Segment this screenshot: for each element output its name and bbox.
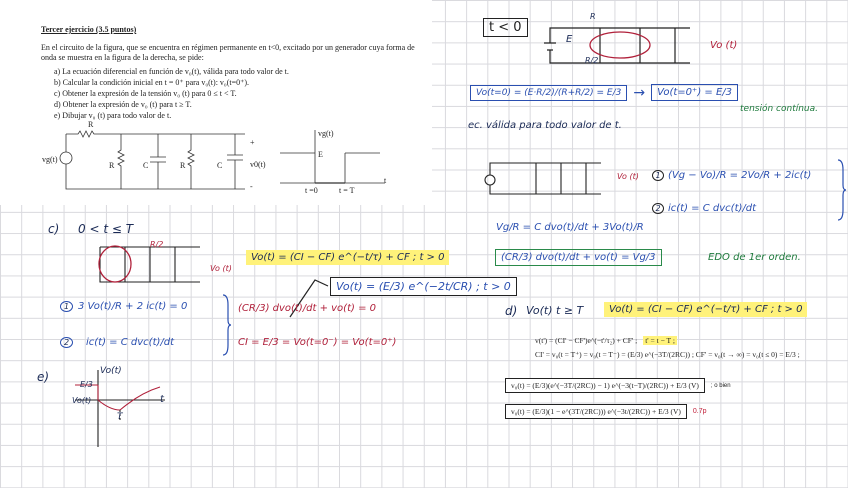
tension-continua-note: tensión contínua. bbox=[740, 104, 819, 114]
circuit-c bbox=[98, 245, 200, 283]
d-range: Vo(t) t ≥ T bbox=[526, 304, 584, 317]
edo-note: EDO de 1er orden. bbox=[708, 252, 801, 263]
d-result-2-row: v₀(t) = (E/3)(1 − e^(3T/(2RC))) e^(−3t/(… bbox=[505, 404, 707, 419]
circuit-t-lt-0 bbox=[544, 27, 690, 64]
d-result-1-row: v₀(t) = (E/3)(e^(−3T/(2RC)) − 1) e^(−3(t… bbox=[505, 378, 731, 393]
vo-label-top: Vo (t) bbox=[710, 40, 738, 51]
waveform-e-label: E bbox=[318, 150, 323, 159]
item-b: b) Calcular la condición inicial en t = … bbox=[54, 78, 249, 87]
r-half-label: R/2 bbox=[585, 56, 599, 65]
e-label: E bbox=[566, 34, 573, 45]
vo0plus-equation: Vo(t=0⁺) = E/3 bbox=[651, 84, 739, 101]
waveform-y-label: vg(t) bbox=[318, 129, 334, 138]
vo0-equation: Vo(t=0) = (E·R/2)/(R+R/2) = E/3 bbox=[470, 84, 628, 101]
item-a: a) La ecuación diferencial en función de… bbox=[54, 67, 289, 76]
waveform-t-label: t bbox=[384, 176, 387, 185]
c-range: 0 < t ≤ T bbox=[78, 222, 134, 236]
c-equation-2: ic(t) = C dvc(t)/dt bbox=[86, 337, 175, 348]
item-c: c) Obtener la expresión de la tensión v₀… bbox=[54, 89, 237, 98]
c-eq-number-1: 1 bbox=[60, 301, 73, 312]
c-brace-icon bbox=[222, 294, 232, 356]
d-line1-highlight: t' = t − T ; bbox=[643, 336, 677, 345]
arrow-right-icon: → bbox=[633, 84, 646, 101]
c-vo-label: Vo (t) bbox=[210, 264, 232, 273]
graph-t-label: t bbox=[160, 394, 164, 405]
graph-y-label: Vo(t) bbox=[100, 366, 122, 376]
waveform-tT-label: t = T bbox=[339, 186, 355, 195]
label-r-series: R bbox=[88, 120, 94, 129]
label-minus: - bbox=[250, 182, 253, 191]
circuit-diagram bbox=[59, 130, 385, 190]
waveform-t0-label: t =0 bbox=[305, 186, 318, 195]
c-solution-general: Vo(t) = (CI − CF) e^(−t/τ) + CF ; t > 0 bbox=[246, 250, 450, 265]
r-top-label: R bbox=[590, 12, 596, 21]
equation-1: (Vg − Vo)/R = 2Vo/R + 2ic(t) bbox=[668, 170, 812, 181]
c-initial-condition: CI = E/3 = Vo(t=0⁻) = Vo(t=0⁺) bbox=[238, 337, 397, 348]
score-label: 0.7p bbox=[692, 408, 707, 415]
c-equation-3: (CR/3) dvo(t)/dt + vo(t) = 0 bbox=[238, 303, 376, 314]
d-line1: v(t') = (CI' − CF')e^(−t'/τ₂) + CF' ; bbox=[535, 336, 638, 345]
t-lt-0-label: t < 0 bbox=[483, 18, 528, 37]
problem-intro: En el circuito de la figura, que se encu… bbox=[41, 43, 415, 62]
graph-vo-label: Vo(t) bbox=[72, 396, 92, 405]
item-e: e) Dibujar v₀ (t) para todo valor de t. bbox=[54, 111, 172, 120]
vo-label-mid: Vo (t) bbox=[617, 172, 639, 181]
label-c1: C bbox=[143, 161, 149, 170]
label-r1: R bbox=[109, 161, 115, 170]
graph-e3-label: E/3 bbox=[80, 380, 93, 389]
e-label: e) bbox=[37, 370, 50, 384]
d-line2: CI' = v₀(t = T⁺) = v₀(t = T⁻) = (E/3) e^… bbox=[535, 350, 800, 359]
label-r2: R bbox=[180, 161, 186, 170]
d-result-1: v₀(t) = (E/3)(e^(−3T/(2RC)) − 1) e^(−3(t… bbox=[505, 378, 705, 393]
c-equation-1: 3 Vo(t)/R + 2 ic(t) = 0 bbox=[78, 301, 188, 312]
vo-graph bbox=[75, 370, 165, 447]
eq-number-2: 2 bbox=[652, 203, 664, 214]
problem-statement: Tercer ejercicio (3.5 puntos) En el circ… bbox=[0, 0, 432, 205]
label-vo: v0(t) bbox=[250, 160, 266, 169]
c-solution: Vo(t) = (E/3) e^(−2t/CR) ; t > 0 bbox=[330, 277, 517, 296]
label-c2: C bbox=[217, 161, 223, 170]
eq-number-1: 1 bbox=[652, 170, 664, 181]
equation-2: ic(t) = C dvc(t)/dt bbox=[668, 203, 757, 214]
edo-equation: (CR/3) dvo(t)/dt + vo(t) = Vg/3 bbox=[495, 249, 662, 266]
initial-condition-row: Vo(t=0) = (E·R/2)/(R+R/2) = E/3 → Vo(t=0… bbox=[470, 84, 739, 101]
label-plus: + bbox=[250, 138, 255, 147]
d-result-1-suffix: ; o bien bbox=[710, 382, 731, 389]
arrow-icon bbox=[289, 279, 329, 318]
d-result-2: v₀(t) = (E/3)(1 − e^(3T/(2RC))) e^(−3t/(… bbox=[505, 404, 687, 419]
d-solution-general: Vo(t) = (CI − CF) e^(−t/τ) + CF ; t > 0 bbox=[604, 302, 808, 317]
equation-3: Vg/R = C dvo(t)/dt + 3Vo(t)/R bbox=[496, 222, 644, 233]
item-d: d) Obtener la expresión de v₀ (t) para t… bbox=[54, 100, 192, 109]
problem-title: Tercer ejercicio (3.5 puntos) bbox=[41, 25, 137, 34]
c-label: c) bbox=[48, 222, 60, 236]
c-r-half: R/2 bbox=[150, 240, 164, 249]
d-line1-row: v(t') = (CI' − CF')e^(−t'/τ₂) + CF' ; t'… bbox=[535, 336, 677, 345]
d-label: d) bbox=[505, 304, 518, 318]
label-source: vg(t) bbox=[42, 155, 58, 164]
c-eq-number-2: 2 bbox=[60, 337, 73, 348]
brace-icon bbox=[837, 159, 847, 221]
circuit-valid bbox=[484, 162, 601, 195]
graph-T-label: T bbox=[117, 412, 123, 422]
valid-all-t-note: ec. válida para todo valor de t. bbox=[468, 120, 622, 131]
